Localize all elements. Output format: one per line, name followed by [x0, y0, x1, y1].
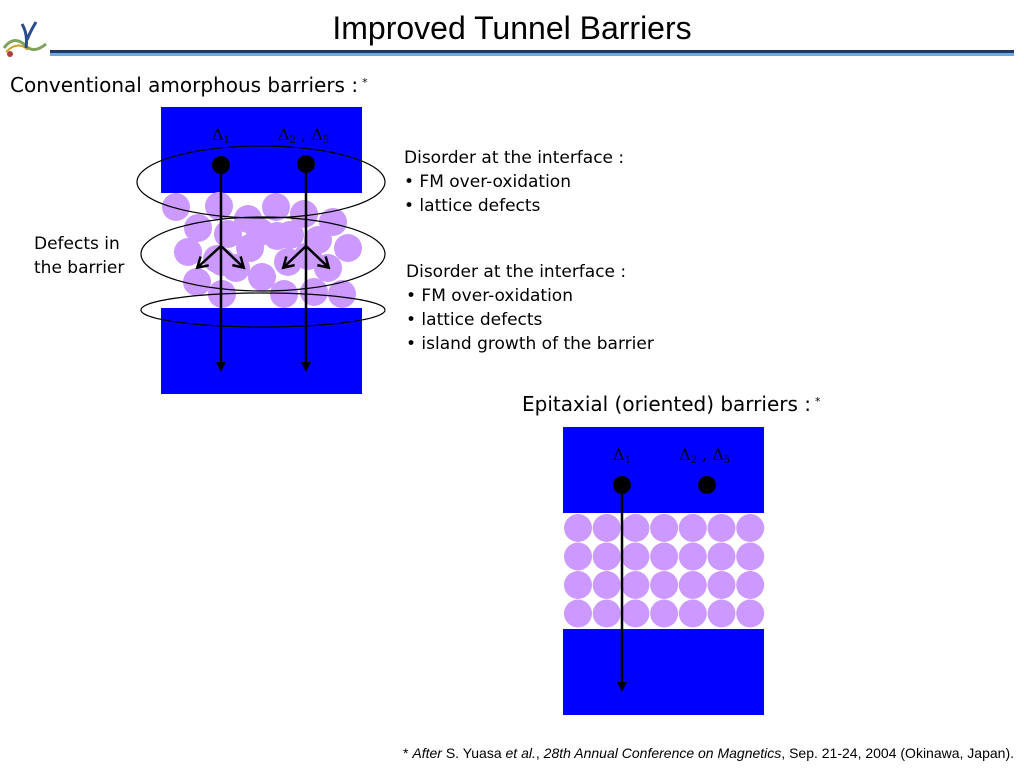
interface-ellipse-top — [136, 145, 386, 219]
barrier-atom — [592, 571, 621, 599]
delta25-label: Δ2 , Δ5 — [679, 445, 730, 466]
footnote-rest: , Sep. 21-24, 2004 (Okinawa, Japan). — [781, 745, 1014, 761]
conventional-asterisk: * — [362, 76, 368, 89]
footnote-conference: 28th Annual Conference on Magnetics — [543, 745, 782, 761]
note-upper-item: • lattice defects — [404, 196, 541, 216]
epitaxial-diagram: Δ1 Δ2 , Δ5 — [563, 427, 765, 715]
bottom-electrode — [563, 629, 764, 715]
note-upper-title: Disorder at the interface : — [404, 148, 625, 168]
barrier-atom — [707, 599, 736, 628]
barrier-atom — [736, 542, 765, 571]
defects-label-line2: the barrier — [34, 258, 125, 278]
citation-footnote: * After S. Yuasa et al., 28th Annual Con… — [403, 744, 1014, 762]
footnote-author: S. Yuasa — [441, 745, 506, 761]
top-electrode — [563, 427, 764, 513]
barrier-atom — [564, 599, 592, 628]
barrier-atom — [678, 571, 707, 599]
barrier-atom — [184, 214, 212, 242]
footnote-star: * — [403, 745, 409, 761]
barrier-atom — [162, 193, 190, 221]
barrier-atom — [678, 514, 707, 542]
barrier-atom — [736, 514, 765, 542]
barrier-atom — [650, 542, 679, 571]
barrier-atom — [650, 514, 679, 542]
barrier-atom — [174, 238, 202, 266]
barrier-atom — [328, 280, 356, 308]
footnote-after: After — [412, 745, 442, 761]
barrier-atom — [736, 571, 765, 599]
barrier-atom — [592, 514, 621, 542]
note-upper-item: • FM over-oxidation — [404, 172, 571, 192]
university-logo-icon — [2, 21, 47, 57]
barrier-atom — [270, 280, 298, 308]
footnote-etal: et al. — [505, 745, 536, 761]
defects-label-line1: Defects in — [34, 234, 120, 254]
note-lower-title: Disorder at the interface : — [406, 262, 627, 282]
electron-dot — [698, 476, 716, 494]
barrier-atom — [707, 514, 736, 542]
barrier-atom — [707, 571, 736, 599]
electron-dot — [212, 156, 230, 174]
scattering-arrow — [284, 245, 307, 267]
barrier-atom — [564, 514, 592, 542]
barrier-atom — [678, 599, 707, 628]
electron-dot — [613, 476, 631, 494]
barrier-atom — [262, 193, 290, 221]
barrier-atom — [300, 278, 328, 306]
note-lower-item: • island growth of the barrier — [406, 334, 654, 354]
top-electrode — [161, 107, 362, 193]
barrier-atom — [621, 571, 650, 599]
epitaxial-asterisk: * — [815, 395, 821, 408]
barrier-atom — [564, 571, 592, 599]
barrier-atom — [248, 263, 276, 291]
delta25-label: Δ2 , Δ5 — [278, 125, 329, 146]
barrier-ellipse-middle — [140, 216, 386, 292]
barrier-atom — [183, 268, 211, 296]
footnote-sep: , — [535, 745, 544, 761]
interface-note-lower: Disorder at the interface : • FM over-ox… — [406, 260, 654, 356]
barrier-atom — [707, 542, 736, 571]
scattering-arrow — [198, 245, 222, 267]
barrier-atom — [592, 542, 621, 571]
title-rule — [50, 50, 1014, 56]
barrier-atom — [736, 599, 765, 628]
epitaxial-heading: Epitaxial (oriented) barriers : * — [522, 391, 821, 417]
barrier-atom — [621, 542, 650, 571]
interface-note-upper: Disorder at the interface : • FM over-ox… — [404, 146, 624, 218]
barrier-atom — [290, 200, 318, 228]
page-title: Improved Tunnel Barriers — [332, 10, 692, 46]
conventional-diagram: Δ1 Δ2 , Δ5 — [136, 107, 386, 394]
barrier-atom — [621, 514, 650, 542]
interface-ellipse-bottom — [140, 292, 386, 328]
note-lower-item: • FM over-oxidation — [406, 286, 573, 306]
epitaxial-heading-text: Epitaxial (oriented) barriers : — [522, 392, 811, 416]
barrier-atom — [205, 192, 233, 220]
defects-label: Defects in the barrier — [34, 232, 124, 280]
barrier-atom — [621, 599, 650, 628]
barrier-atom — [564, 542, 592, 571]
barrier-atom — [650, 599, 679, 628]
scattering-arrow — [305, 245, 328, 267]
bottom-electrode — [161, 308, 362, 394]
barrier-atom — [263, 222, 291, 250]
electron-dot — [297, 155, 315, 173]
note-lower-item: • lattice defects — [406, 310, 543, 330]
scattering-arrow — [220, 245, 243, 267]
conventional-heading-text: Conventional amorphous barriers : — [10, 73, 359, 97]
conventional-heading: Conventional amorphous barriers :* — [10, 72, 368, 98]
barrier-atom — [678, 542, 707, 571]
barrier-atom — [650, 571, 679, 599]
barrier-atom — [592, 599, 621, 628]
barrier-atom — [334, 234, 362, 262]
epitaxial-barrier-atoms — [564, 514, 765, 628]
barrier-atom — [236, 234, 264, 262]
